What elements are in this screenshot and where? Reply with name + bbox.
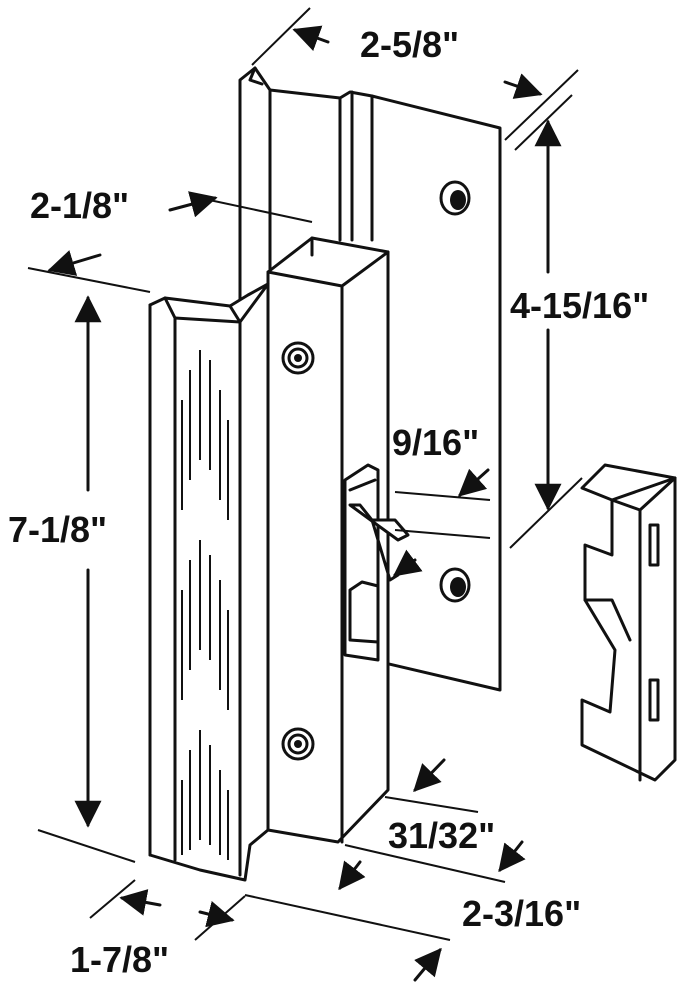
grip-texture [181, 350, 229, 860]
handle-height-label: 7-1/8" [8, 509, 107, 550]
latch-hook [343, 463, 410, 662]
body-screw-bottom [281, 727, 315, 761]
handle-body [266, 236, 410, 844]
handle-depth-label: 2-1/8" [30, 185, 129, 226]
latch-width-label: 9/16" [392, 422, 479, 463]
handle-width-label: 1-7/8" [70, 939, 169, 980]
plate-screw-hole-bottom [439, 567, 471, 603]
base-width-label: 2-3/16" [462, 893, 581, 934]
body-thickness-label: 31/32" [388, 815, 495, 856]
dimension-lines [27, 7, 583, 982]
body-screw-top [281, 341, 315, 375]
plate-width-label: 2-5/8" [360, 24, 459, 65]
plate-height-label: 4-15/16" [510, 285, 649, 326]
pull-grip [148, 282, 270, 882]
keeper [580, 463, 677, 782]
plate-screw-hole-top [439, 180, 471, 216]
